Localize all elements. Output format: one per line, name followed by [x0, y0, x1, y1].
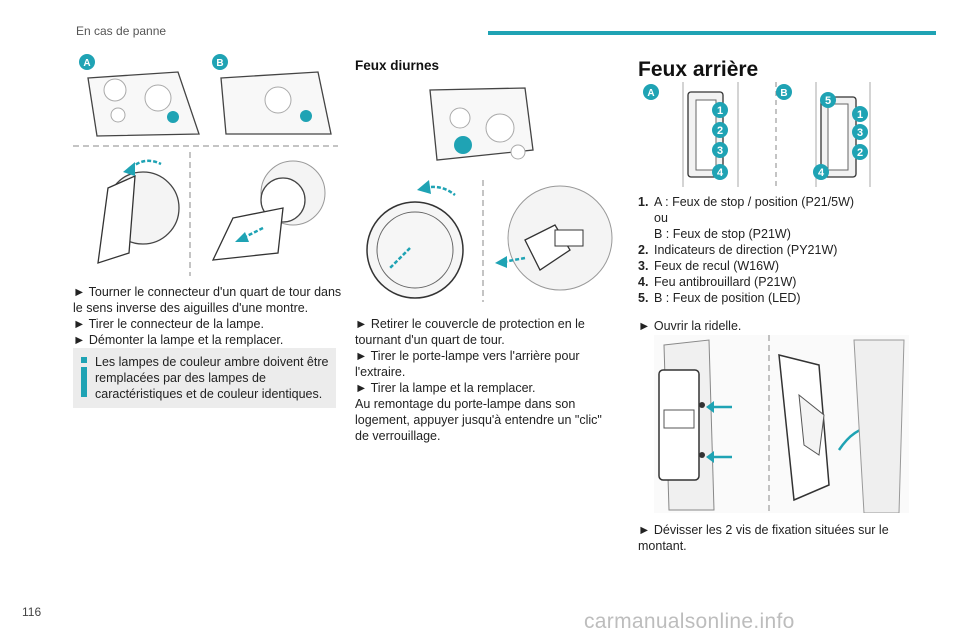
step-text: ► Retirer le couvercle de protection en …: [355, 317, 585, 347]
badge-b-label: B: [216, 58, 223, 69]
step-text: ► Tirer le connecteur de la lampe.: [73, 317, 264, 331]
section-title: En cas de panne: [76, 24, 167, 38]
tailgate-illustration: [654, 335, 909, 513]
svg-text:2: 2: [717, 125, 723, 137]
lamp-a-housing: [87, 71, 200, 137]
callouts-a: 1 2 3 4: [712, 102, 728, 180]
list-item: 4.Feu antibrouillard (P21W): [638, 275, 797, 289]
step-text: ► Tourner le connecteur d'un quart de to…: [73, 285, 342, 315]
badge-a-label: A: [83, 58, 90, 69]
badge-b-label: B: [780, 88, 787, 99]
drl-steps: ► Retirer le couvercle de protection en …: [355, 316, 617, 444]
protective-cover-icon: [366, 201, 464, 299]
list-item: 3.Feux de recul (W16W): [638, 259, 780, 273]
list-item: 5.B : Feux de position (LED): [638, 291, 801, 305]
step-text: ► Tirer le porte-lampe vers l'arrière po…: [355, 349, 580, 379]
info-note-text: Les lampes de couleur ambre doivent être…: [95, 355, 329, 401]
list-item: ou: [654, 211, 668, 225]
badge-a-label: A: [647, 88, 654, 99]
info-icon: [81, 357, 87, 397]
callouts-b: 5 1 3 2 4: [813, 92, 868, 180]
list-item: B : Feux de stop (P21W): [654, 227, 791, 241]
heading-feux-diurnes: Feux diurnes: [355, 58, 440, 73]
watermark: carmanualsonline.info: [584, 610, 795, 633]
heading-feux-arriere: Feux arrière: [638, 58, 759, 81]
bulb-marker-a: [167, 111, 179, 123]
header-accent-bar: [488, 31, 936, 35]
connector-pulled-icon: [211, 207, 284, 261]
bulb-marker-b: [300, 110, 312, 122]
svg-text:1: 1: [857, 109, 863, 121]
svg-text:3: 3: [857, 127, 863, 139]
step-text: ► Démonter la lampe et la remplacer.: [73, 333, 284, 347]
remount-note: Au remontage du porte-lampe dans son log…: [355, 397, 602, 443]
step-unscrew: ► Dévisser les 2 vis de fixation situées…: [638, 523, 889, 553]
step-open-tailgate: ► Ouvrir la ridelle.: [638, 319, 742, 333]
drl-bulb-marker: [454, 136, 472, 154]
svg-text:2: 2: [857, 147, 863, 159]
headlamp-connector-illustration: A B: [73, 54, 338, 276]
svg-text:4: 4: [818, 167, 825, 179]
headlamp-steps: ► Tourner le connecteur d'un quart de to…: [73, 284, 343, 348]
step-text: ► Tirer la lampe et la remplacer.: [355, 381, 536, 395]
rotate-arrow-icon: [130, 159, 162, 169]
list-item: 2.Indicateurs de direction (PY21W): [638, 243, 838, 257]
screw-icon: [699, 402, 705, 408]
page-number: 116: [22, 605, 42, 619]
drl-illustration: [366, 87, 613, 302]
list-item: 1.A : Feux de stop / position (P21/5W): [638, 195, 855, 209]
connector-icon: [97, 174, 136, 264]
svg-text:1: 1: [717, 105, 723, 117]
screw-icon: [699, 452, 705, 458]
badge-a-icon: [79, 54, 95, 70]
svg-text:3: 3: [717, 145, 723, 157]
rear-lamp-list: 1.A : Feux de stop / position (P21/5W) o…: [638, 194, 908, 306]
svg-text:5: 5: [825, 95, 831, 107]
badge-b-icon: [212, 54, 228, 70]
info-note-box: Les lampes de couleur ambre doivent être…: [73, 348, 336, 408]
svg-text:4: 4: [717, 167, 724, 179]
rear-lamp-callout-diagram: A B 1 2 3 4 5 1 3 2 4: [643, 82, 871, 187]
